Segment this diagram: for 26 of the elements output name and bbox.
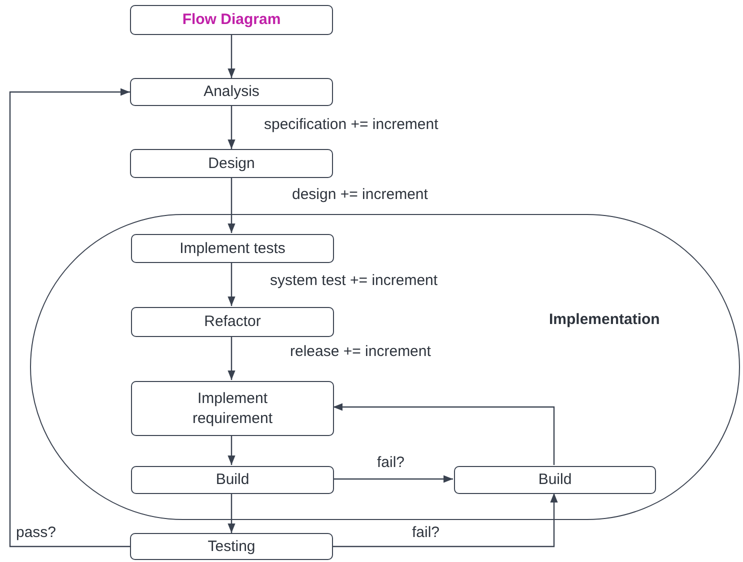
- arrow: [228, 35, 236, 78]
- arrow: [228, 106, 236, 149]
- process-box: Analysis: [130, 78, 333, 106]
- arrow: [228, 262, 236, 306]
- arrow: [9, 88, 130, 548]
- process-box: Implement requirement: [131, 381, 334, 436]
- process-box: Build: [454, 466, 656, 494]
- arrow: [228, 336, 236, 380]
- process-box: Testing: [130, 533, 333, 560]
- arrow: [228, 493, 236, 533]
- edge-label: system test += increment: [268, 272, 440, 290]
- edge-label: design += increment: [290, 186, 430, 204]
- title-box: Flow Diagram: [130, 5, 333, 35]
- arrow: [228, 178, 236, 233]
- region-label: Implementation: [549, 310, 660, 330]
- arrow: [333, 475, 453, 483]
- arrow: [228, 435, 236, 465]
- edge-label: pass?: [14, 524, 58, 542]
- implementation-region: [30, 214, 740, 520]
- edge-label: specification += increment: [262, 116, 440, 134]
- arrow: [333, 403, 555, 465]
- process-box: Build: [131, 466, 334, 494]
- process-box: Design: [130, 149, 333, 178]
- arrow: [333, 493, 558, 548]
- process-box: Refactor: [131, 307, 334, 337]
- process-box: Implement tests: [131, 234, 334, 263]
